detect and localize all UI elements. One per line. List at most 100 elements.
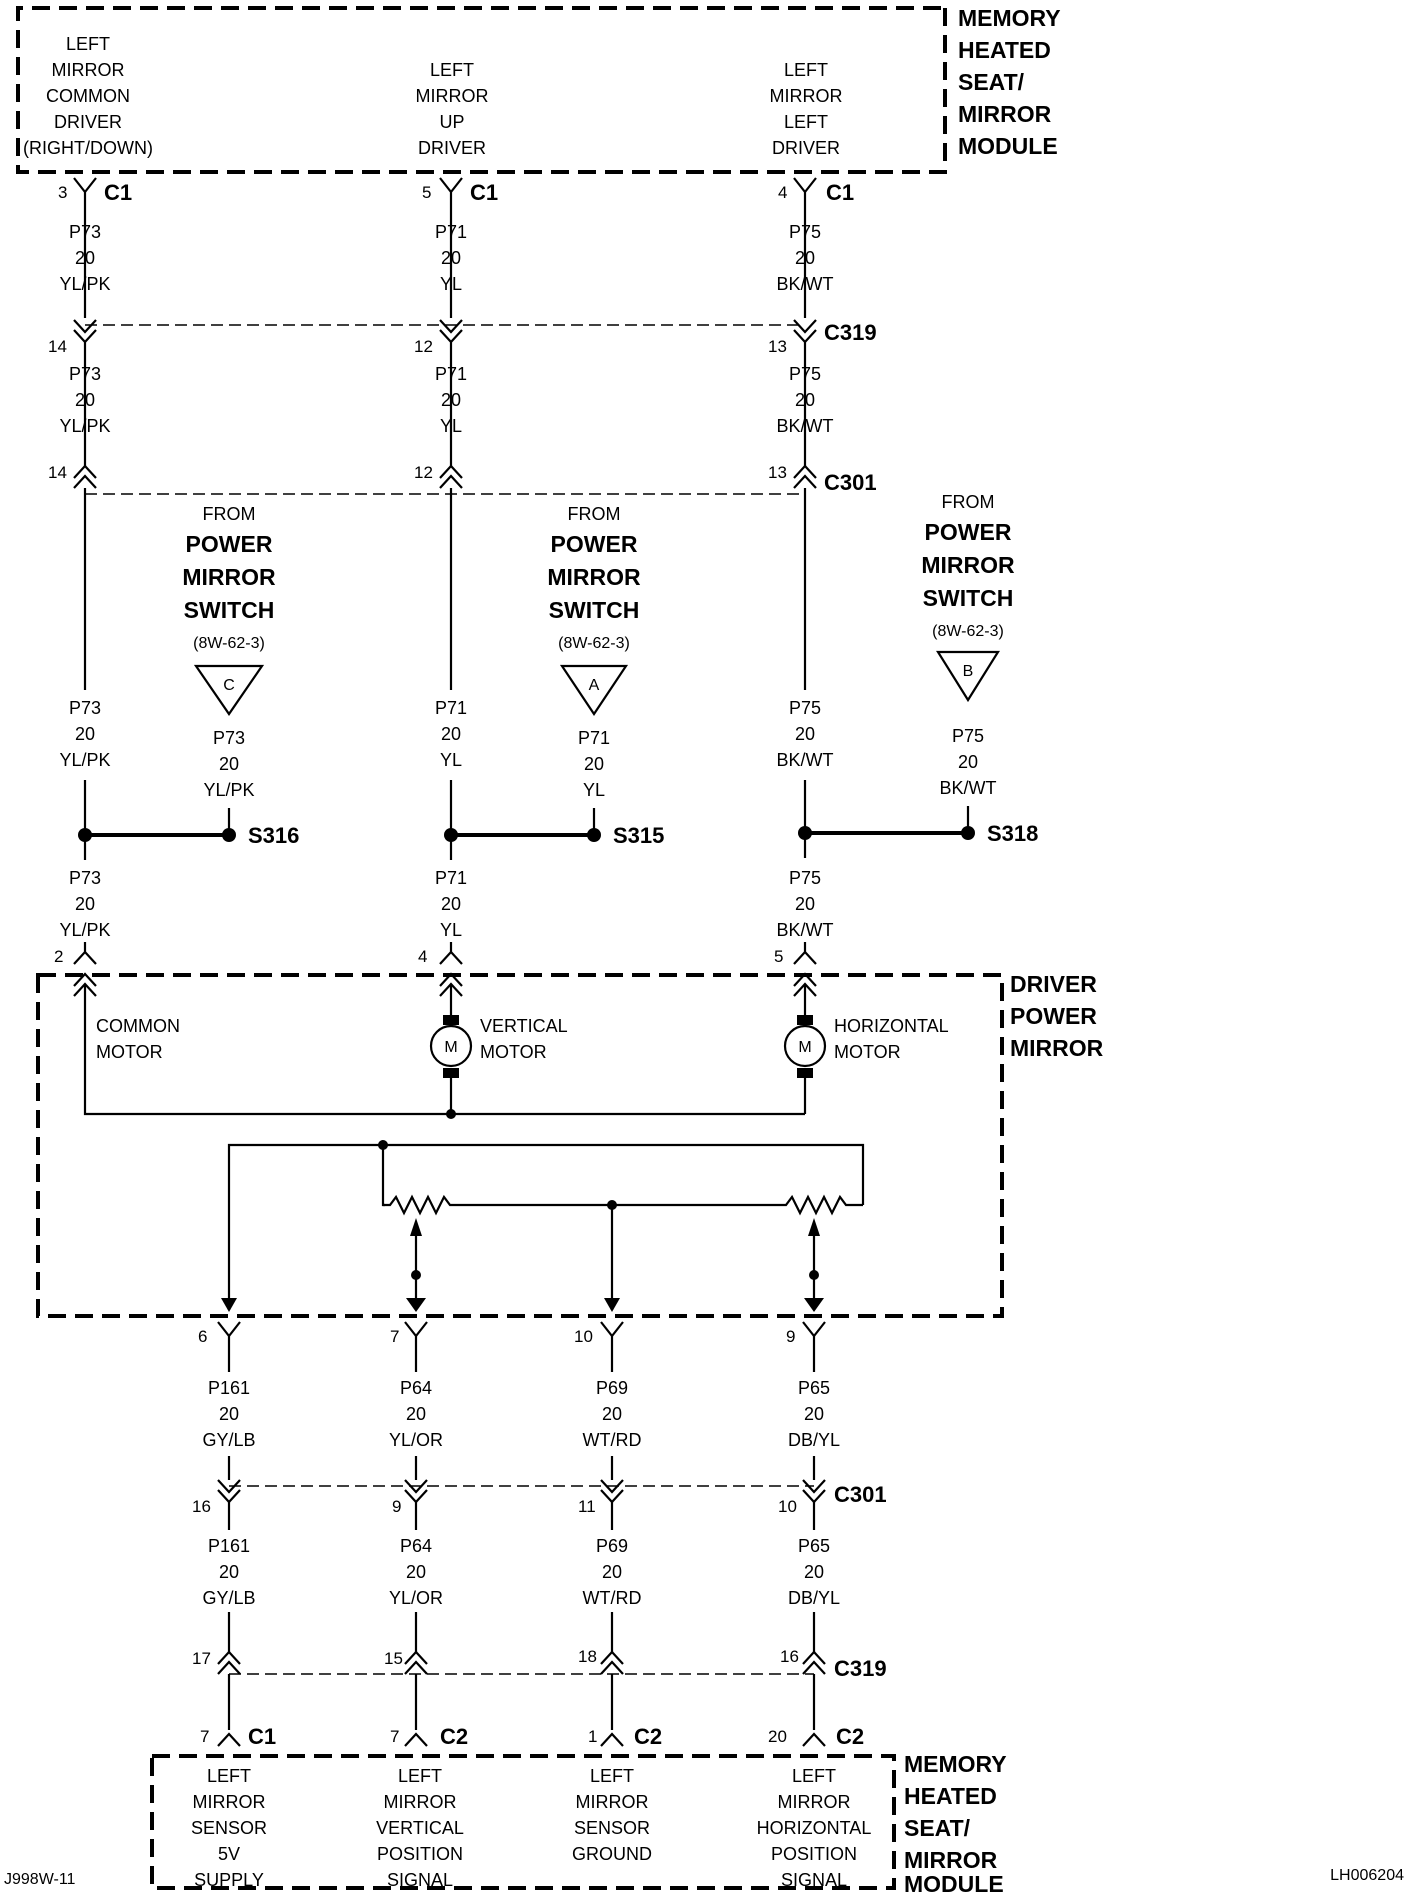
svg-text:17: 17 xyxy=(192,1649,211,1668)
splice-s316: S316 xyxy=(78,780,299,860)
svg-text:MEMORY: MEMORY xyxy=(958,5,1061,31)
switch-ref-triangle-b xyxy=(936,650,1000,703)
top-c1-connector-2: 5 C1 xyxy=(422,177,498,208)
svg-text:SUPPLY: SUPPLY xyxy=(194,1870,264,1890)
svg-text:A: A xyxy=(589,677,600,694)
svg-text:SWITCH: SWITCH xyxy=(184,597,275,623)
svg-text:BK/WT: BK/WT xyxy=(777,920,834,940)
svg-text:16: 16 xyxy=(780,1647,799,1666)
svg-text:SIGNAL: SIGNAL xyxy=(781,1870,847,1890)
svg-text:20: 20 xyxy=(804,1562,824,1582)
svg-text:20: 20 xyxy=(795,894,815,914)
svg-text:P69: P69 xyxy=(596,1536,628,1556)
svg-text:7: 7 xyxy=(390,1727,399,1746)
svg-text:12: 12 xyxy=(414,337,433,356)
svg-text:1: 1 xyxy=(588,1727,597,1746)
svg-text:HEATED: HEATED xyxy=(904,1783,997,1809)
switch-ref-triangle-a xyxy=(559,664,629,716)
svg-text:MOTOR: MOTOR xyxy=(480,1042,547,1062)
wire-label-p71-d: P71 20 YL xyxy=(435,868,467,940)
svg-text:FROM: FROM xyxy=(568,504,621,524)
svg-text:P71: P71 xyxy=(435,868,467,888)
svg-text:P71: P71 xyxy=(578,728,610,748)
bottom-label-vertical-position: LEFT MIRROR VERTICAL POSITION SIGNAL xyxy=(376,1766,464,1890)
driver-power-mirror-title: DRIVER POWER MIRROR xyxy=(1010,971,1104,1061)
wire-label-p161-a: P161 20 GY/LB xyxy=(202,1378,255,1450)
svg-text:18: 18 xyxy=(578,1647,597,1666)
svg-text:2: 2 xyxy=(54,947,63,966)
svg-text:SWITCH: SWITCH xyxy=(549,597,640,623)
svg-text:10: 10 xyxy=(574,1327,593,1346)
svg-text:YL: YL xyxy=(440,750,462,770)
svg-text:MIRROR: MIRROR xyxy=(904,1847,998,1873)
svg-text:20: 20 xyxy=(768,1727,787,1746)
svg-text:VERTICAL: VERTICAL xyxy=(480,1016,568,1036)
svg-text:GY/LB: GY/LB xyxy=(202,1430,255,1450)
svg-text:YL/PK: YL/PK xyxy=(203,780,254,800)
wire-label-p64-b: P64 20 YL/OR xyxy=(389,1536,443,1608)
wire-label-p73-c: P73 20 YL/PK xyxy=(59,698,110,770)
wire-label-p69-b: P69 20 WT/RD xyxy=(583,1536,642,1608)
svg-text:14: 14 xyxy=(48,463,67,482)
svg-text:POSITION: POSITION xyxy=(377,1844,463,1864)
svg-text:6: 6 xyxy=(198,1327,207,1346)
svg-text:P65: P65 xyxy=(798,1378,830,1398)
svg-text:YL: YL xyxy=(583,780,605,800)
svg-text:S315: S315 xyxy=(613,823,664,848)
svg-text:DRIVER: DRIVER xyxy=(54,112,122,132)
svg-text:MOTOR: MOTOR xyxy=(834,1042,901,1062)
svg-text:SIGNAL: SIGNAL xyxy=(387,1870,453,1890)
svg-text:P71: P71 xyxy=(435,698,467,718)
svg-text:POWER: POWER xyxy=(551,531,638,557)
svg-text:MIRROR: MIRROR xyxy=(770,86,843,106)
svg-text:10: 10 xyxy=(778,1497,797,1516)
c301-bottom-connector: 16 9 11 10 C301 xyxy=(192,1479,887,1516)
top-label-common-driver: LEFT MIRROR COMMON DRIVER (RIGHT/DOWN) xyxy=(23,34,153,158)
svg-text:20: 20 xyxy=(441,894,461,914)
bottom-c2-connector-1: 7 C2 xyxy=(390,1724,468,1749)
svg-text:COMMON: COMMON xyxy=(96,1016,180,1036)
wire-label-p65-a: P65 20 DB/YL xyxy=(788,1378,840,1450)
svg-text:(RIGHT/DOWN): (RIGHT/DOWN) xyxy=(23,138,153,158)
svg-text:SEAT/: SEAT/ xyxy=(904,1815,971,1841)
svg-text:(8W-62-3): (8W-62-3) xyxy=(193,635,265,652)
svg-text:16: 16 xyxy=(192,1497,211,1516)
svg-text:20: 20 xyxy=(219,1404,239,1424)
svg-text:3: 3 xyxy=(58,183,67,202)
svg-text:P73: P73 xyxy=(69,868,101,888)
svg-text:MIRROR: MIRROR xyxy=(416,86,489,106)
svg-text:POWER: POWER xyxy=(186,531,273,557)
vertical-motor-icon: M xyxy=(444,1039,457,1056)
svg-text:20: 20 xyxy=(406,1404,426,1424)
svg-text:C1: C1 xyxy=(470,180,498,205)
svg-text:C2: C2 xyxy=(440,1724,468,1749)
wire-label-p161-b: P161 20 GY/LB xyxy=(202,1536,255,1608)
svg-text:LEFT: LEFT xyxy=(590,1766,634,1786)
wire-label-p65-b: P65 20 DB/YL xyxy=(788,1536,840,1608)
vertical-motor: M VERTICAL MOTOR xyxy=(429,972,568,1119)
svg-text:HORIZONTAL: HORIZONTAL xyxy=(757,1818,872,1838)
svg-text:YL: YL xyxy=(440,920,462,940)
splice-s318: S318 xyxy=(798,780,1038,858)
svg-text:SEAT/: SEAT/ xyxy=(958,69,1025,95)
svg-text:20: 20 xyxy=(441,724,461,744)
svg-text:S316: S316 xyxy=(248,823,299,848)
svg-text:FROM: FROM xyxy=(942,492,995,512)
wire-label-p73-d: P73 20 YL/PK xyxy=(59,868,110,940)
bottom-module-box xyxy=(150,1754,896,1890)
bottom-c2-connector-3: 20 C2 xyxy=(768,1724,864,1749)
svg-text:POWER: POWER xyxy=(1010,1003,1097,1029)
svg-text:5V: 5V xyxy=(218,1844,240,1864)
wire-label-p69-a: P69 20 WT/RD xyxy=(583,1378,642,1450)
svg-text:LEFT: LEFT xyxy=(792,1766,836,1786)
svg-text:20: 20 xyxy=(602,1404,622,1424)
svg-text:MOTOR: MOTOR xyxy=(96,1042,163,1062)
svg-text:YL/PK: YL/PK xyxy=(59,750,110,770)
svg-text:14: 14 xyxy=(48,337,67,356)
svg-text:MIRROR: MIRROR xyxy=(778,1792,851,1812)
svg-text:MIRROR: MIRROR xyxy=(193,1792,266,1812)
svg-text:20: 20 xyxy=(958,752,978,772)
svg-text:C: C xyxy=(223,677,235,694)
svg-text:LEFT: LEFT xyxy=(430,60,474,80)
